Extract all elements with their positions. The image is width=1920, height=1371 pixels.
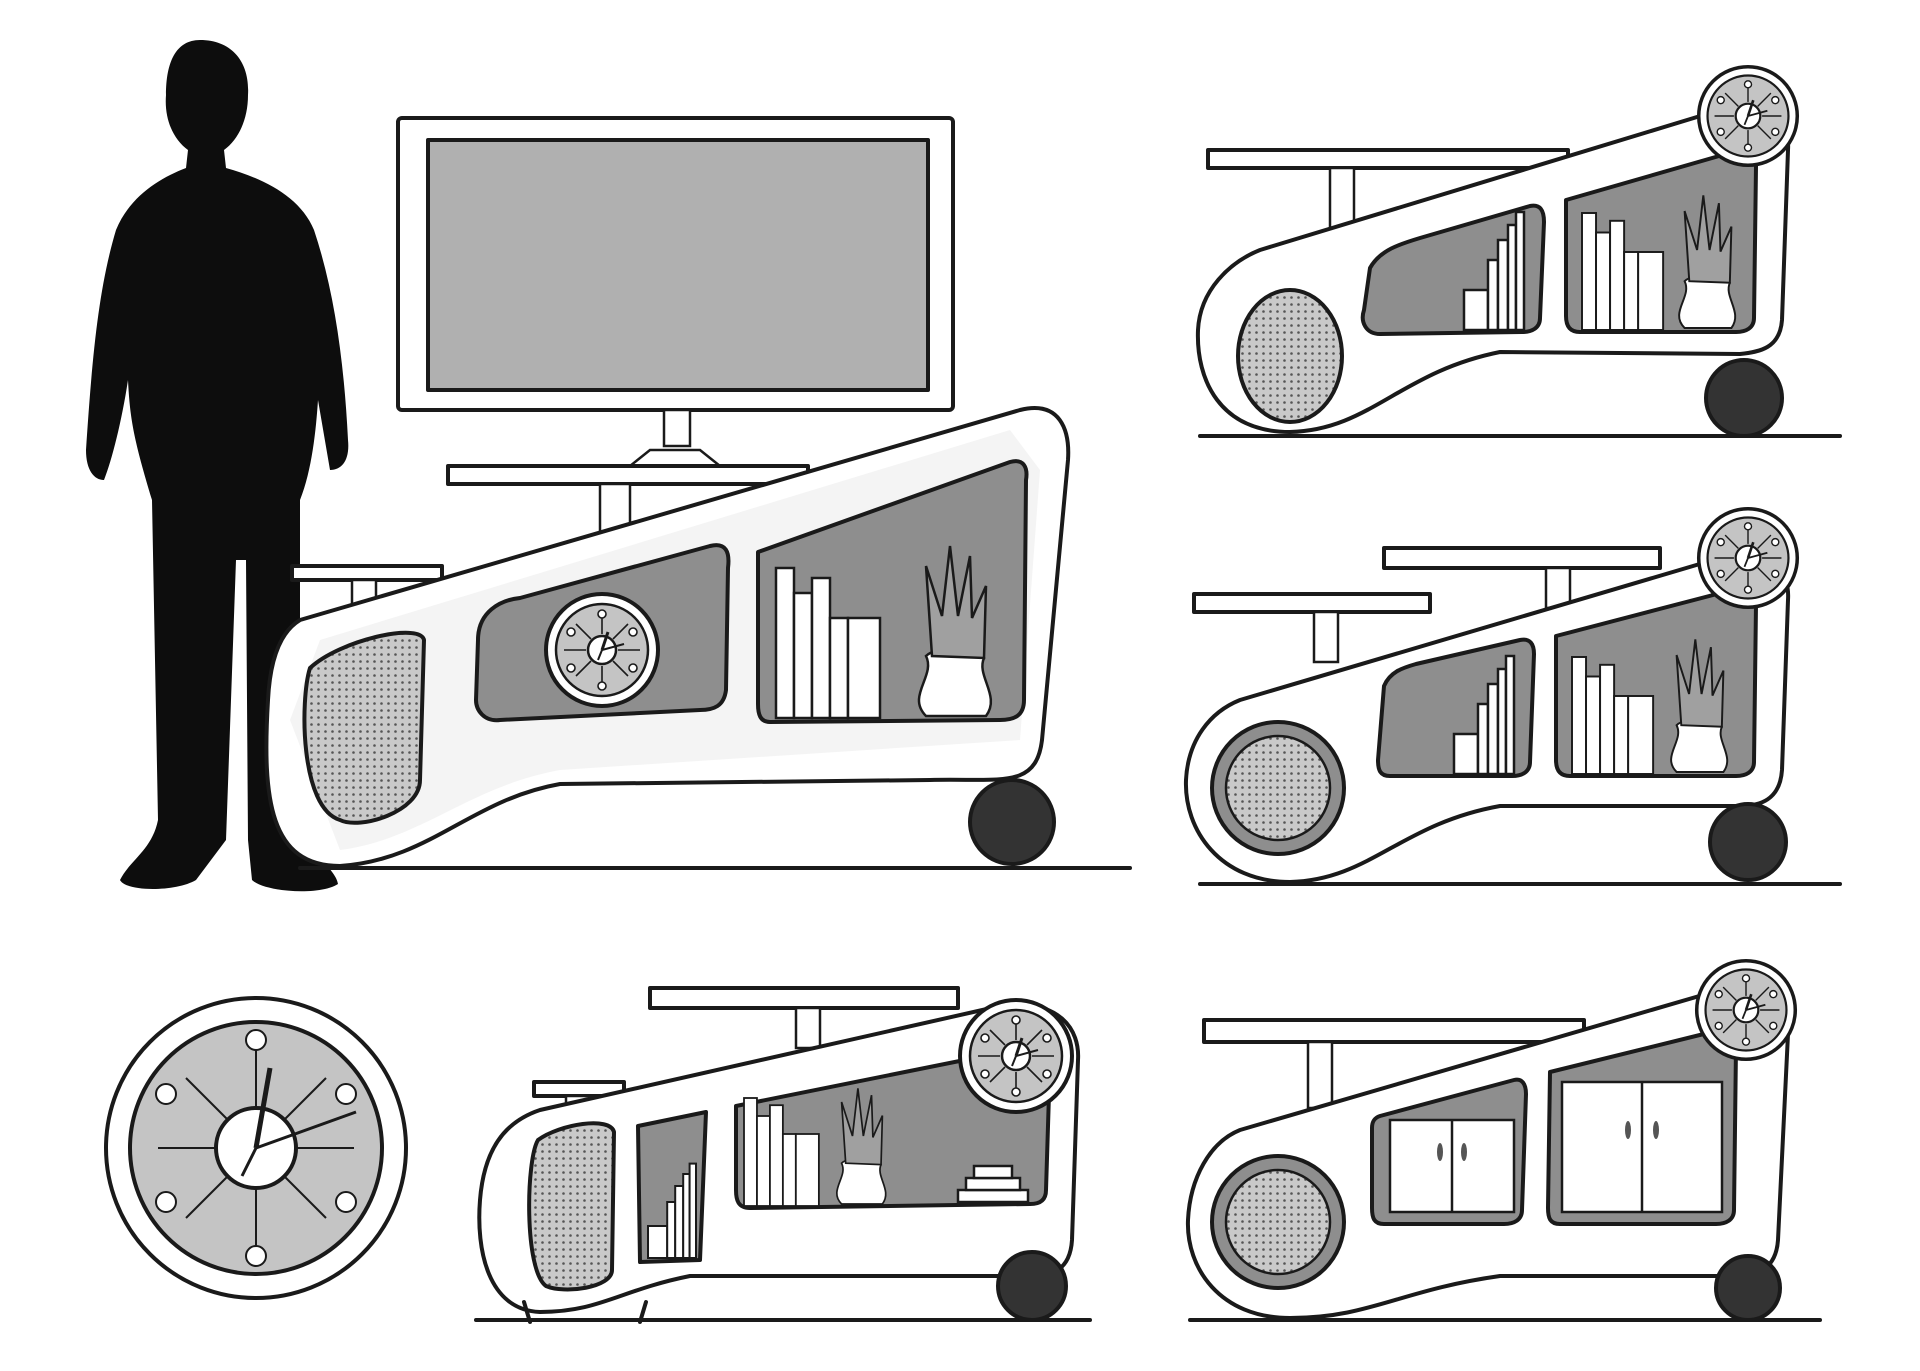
caster-wheel-icon	[968, 778, 1056, 866]
caster-wheel-icon	[996, 1250, 1068, 1322]
television	[396, 116, 955, 468]
speaker-grille-icon	[302, 630, 426, 825]
speaker-grille-icon	[1236, 288, 1344, 424]
variant-bottom-right	[1185, 958, 1822, 1322]
stack-icon	[956, 1164, 1030, 1204]
wall-clock-icon	[1696, 506, 1800, 610]
wall-clock-icon	[958, 998, 1074, 1114]
speaker-grille-icon	[527, 1121, 616, 1292]
speaker-grille-icon	[1224, 734, 1332, 842]
clock-detail	[104, 996, 408, 1300]
wall-clock-icon	[1694, 958, 1798, 1062]
caster-wheel-icon	[1708, 802, 1788, 882]
variant-bottom-center	[474, 986, 1092, 1324]
caster-wheel-icon	[1714, 1254, 1782, 1322]
wall-clock-icon	[544, 592, 660, 708]
variant-top-right	[1195, 64, 1842, 438]
tv-stand-main	[264, 116, 1132, 870]
variant-mid-right	[1183, 506, 1842, 886]
wall-clock-icon	[1696, 64, 1800, 168]
caster-wheel-icon	[1704, 358, 1784, 438]
speaker-grille-icon	[1224, 1168, 1332, 1276]
